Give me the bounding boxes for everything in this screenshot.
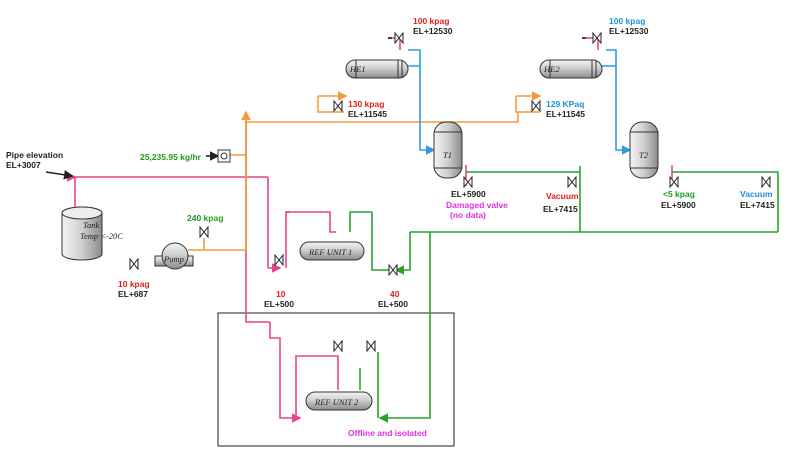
labels: Pipe elevation EL+3007 25,235.95 kg/hr 2…	[6, 16, 775, 438]
ref1-in-el: EL+500	[264, 299, 294, 309]
ref2-valve-b-icon	[366, 340, 376, 352]
t1-damaged-note: (no data)	[450, 210, 486, 220]
heat-exchanger-1: HE1	[345, 59, 409, 79]
he2-in-el: EL+11545	[546, 109, 585, 119]
t1-damaged-valve: Damaged valve	[446, 200, 508, 210]
t1-vacuum-el: EL+7415	[543, 204, 578, 214]
ref1-out-pressure: 40	[390, 289, 400, 299]
t1-vacuum-valve-icon	[567, 176, 577, 188]
t2-vacuum: Vacuum	[740, 189, 773, 199]
ref2-label: REF UNIT 2	[314, 397, 359, 407]
tank: Tank Temp <-20C	[61, 206, 123, 261]
pump: Pump	[154, 242, 194, 270]
he1-in-el: EL+11545	[348, 109, 387, 119]
ref1-inlet-valve-icon	[274, 254, 284, 266]
pump-label: Pump	[163, 254, 184, 264]
ref-unit-1: REF UNIT 1	[299, 241, 365, 261]
ref2-valve-a-icon	[333, 340, 343, 352]
pipe-elevation-label: Pipe elevation	[6, 150, 63, 160]
he2-top-el: EL+12530	[609, 26, 649, 36]
t1-label: T1	[443, 150, 452, 160]
t2-label: T2	[639, 150, 649, 160]
he1-in-pressure: 130 kpag	[348, 99, 384, 109]
tower-1: T1	[433, 121, 463, 179]
flowmeter	[217, 149, 231, 163]
ref1-out-el: EL+500	[378, 299, 408, 309]
orange-lines	[188, 91, 542, 251]
t2-vacuum-valve-icon	[761, 176, 771, 188]
he2-inlet-valve-icon	[531, 100, 541, 112]
ref1-label: REF UNIT 1	[308, 247, 352, 257]
t2-pressure: <5 kpag	[663, 189, 695, 199]
ref-unit-2: REF UNIT 2	[305, 391, 373, 411]
tower-2: T2	[629, 121, 659, 179]
he1-top-valve-icon	[394, 32, 404, 44]
tank-label: Tank	[83, 220, 99, 230]
offline-isolation-box	[217, 312, 455, 447]
t2-valve-icon	[669, 176, 679, 188]
he1-inlet-valve-icon	[333, 100, 343, 112]
green-lines	[349, 166, 779, 423]
offline-label: Offline and isolated	[348, 428, 427, 438]
t2-vacuum-el: EL+7415	[740, 200, 775, 210]
heat-exchanger-2: HE2	[539, 59, 603, 79]
he1-top-el: EL+12530	[413, 26, 453, 36]
leader-lines	[45, 37, 586, 180]
t1-valve-icon	[463, 176, 473, 188]
tank-el: EL+687	[118, 289, 148, 299]
pump-discharge-valve-icon	[199, 226, 209, 238]
pump-discharge-pressure: 240 kpag	[187, 213, 223, 223]
pink-lines	[67, 37, 673, 423]
tank-valve-icon	[129, 258, 139, 270]
ref1-outlet-valve-icon	[388, 264, 398, 276]
he2-label: HE2	[543, 64, 560, 74]
he2-top-valve-icon	[592, 32, 602, 44]
t2-el: EL+5900	[661, 200, 696, 210]
he2-in-pressure: 129 KPaq	[546, 99, 584, 109]
he2-top-pressure: 100 kpag	[609, 16, 645, 26]
pipe-elevation-el: EL+3007	[6, 160, 41, 170]
tank-pressure: 10 kpag	[118, 279, 150, 289]
tank-temp-label: Temp <-20C	[80, 231, 123, 241]
t1-vacuum: Vacuum	[546, 191, 579, 201]
he1-label: HE1	[349, 64, 366, 74]
he1-top-pressure: 100 kpag	[413, 16, 449, 26]
flow-rate-label: 25,235.95 kg/hr	[140, 152, 202, 162]
t1-el: EL+5900	[451, 189, 486, 199]
ref1-in-pressure: 10	[276, 289, 286, 299]
